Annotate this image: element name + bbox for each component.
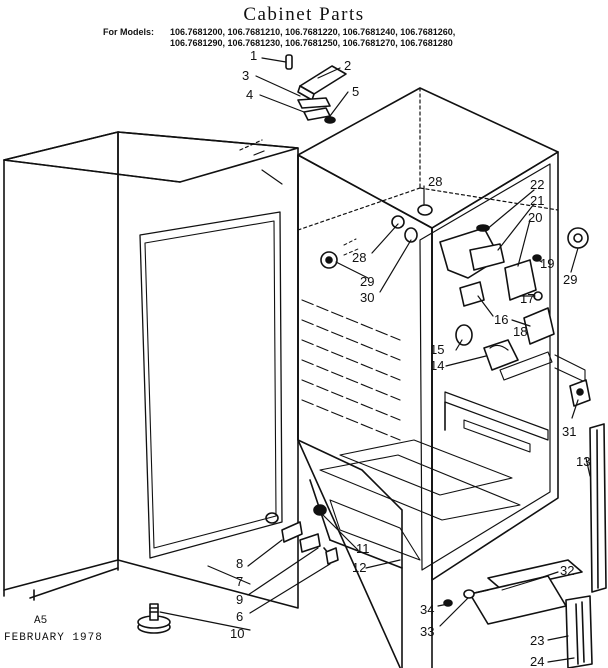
model-list-line-2: 106.7681290, 106.7681230, 106.7681250, 1… [170,38,453,48]
model-list: 106.7681200, 106.7681210, 106.7681220, 1… [170,27,455,49]
part-number-7: 7 [236,574,243,589]
part-number-17: 17 [520,291,534,306]
part-number-30: 30 [360,290,374,305]
leader-lines [159,57,591,663]
part-number-5: 5 [352,84,359,99]
grille-part [569,379,591,407]
part-number-31: 31 [562,424,576,439]
part-number-9: 9 [236,592,243,607]
part-number-28-top: 28 [428,174,442,189]
part-number-4: 4 [246,87,253,102]
diagram-title: Cabinet Parts [243,4,365,25]
part-number-19: 19 [540,256,554,271]
plugs-and-knobs [320,204,589,269]
part-number-29-right: 29 [563,272,577,287]
top-hinge-assembly [285,54,347,124]
cabinet-liner [297,87,586,668]
part-number-6: 6 [236,609,243,624]
model-list-line-1: 106.7681200, 106.7681210, 106.7681220, 1… [170,27,456,37]
footer-code: A5 [34,615,48,627]
leveling-leg [137,603,171,634]
part-number-22: 22 [530,177,544,192]
part-number-2: 2 [344,58,351,73]
toe-grille [565,595,593,668]
part-number-21: 21 [530,193,544,208]
part-number-10: 10 [230,626,244,641]
part-number-3: 3 [242,68,249,83]
models-label: For Models: [103,27,154,37]
outer-door-panel [3,131,299,609]
part-number-29-left: 29 [360,274,374,289]
footer-date: FEBRUARY 1978 [4,632,103,644]
part-number-20: 20 [528,210,542,225]
part-number-13: 13 [576,454,590,469]
bottom-hinge-assembly [265,504,339,565]
part-number-33: 33 [420,624,434,639]
control-components [439,224,555,381]
part-number-23: 23 [530,633,544,648]
trim-strip [589,423,607,593]
part-number-1: 1 [250,48,257,63]
kickplate-bracket [469,559,583,625]
part-number-24: 24 [530,654,544,668]
part-number-28-left: 28 [352,250,366,265]
part-number-labels: 1 2 3 4 5 6 7 8 9 10 11 12 13 14 15 16 1… [230,48,590,668]
part-number-18: 18 [513,324,527,339]
part-number-14: 14 [430,358,444,373]
kickplate-screws [443,589,475,607]
part-number-12: 12 [352,560,366,575]
part-number-11: 11 [356,541,370,556]
part-number-15: 15 [430,342,444,357]
part-number-16: 16 [494,312,508,327]
part-number-34: 34 [420,602,434,617]
part-number-32: 32 [560,563,574,578]
part-number-8: 8 [236,556,243,571]
